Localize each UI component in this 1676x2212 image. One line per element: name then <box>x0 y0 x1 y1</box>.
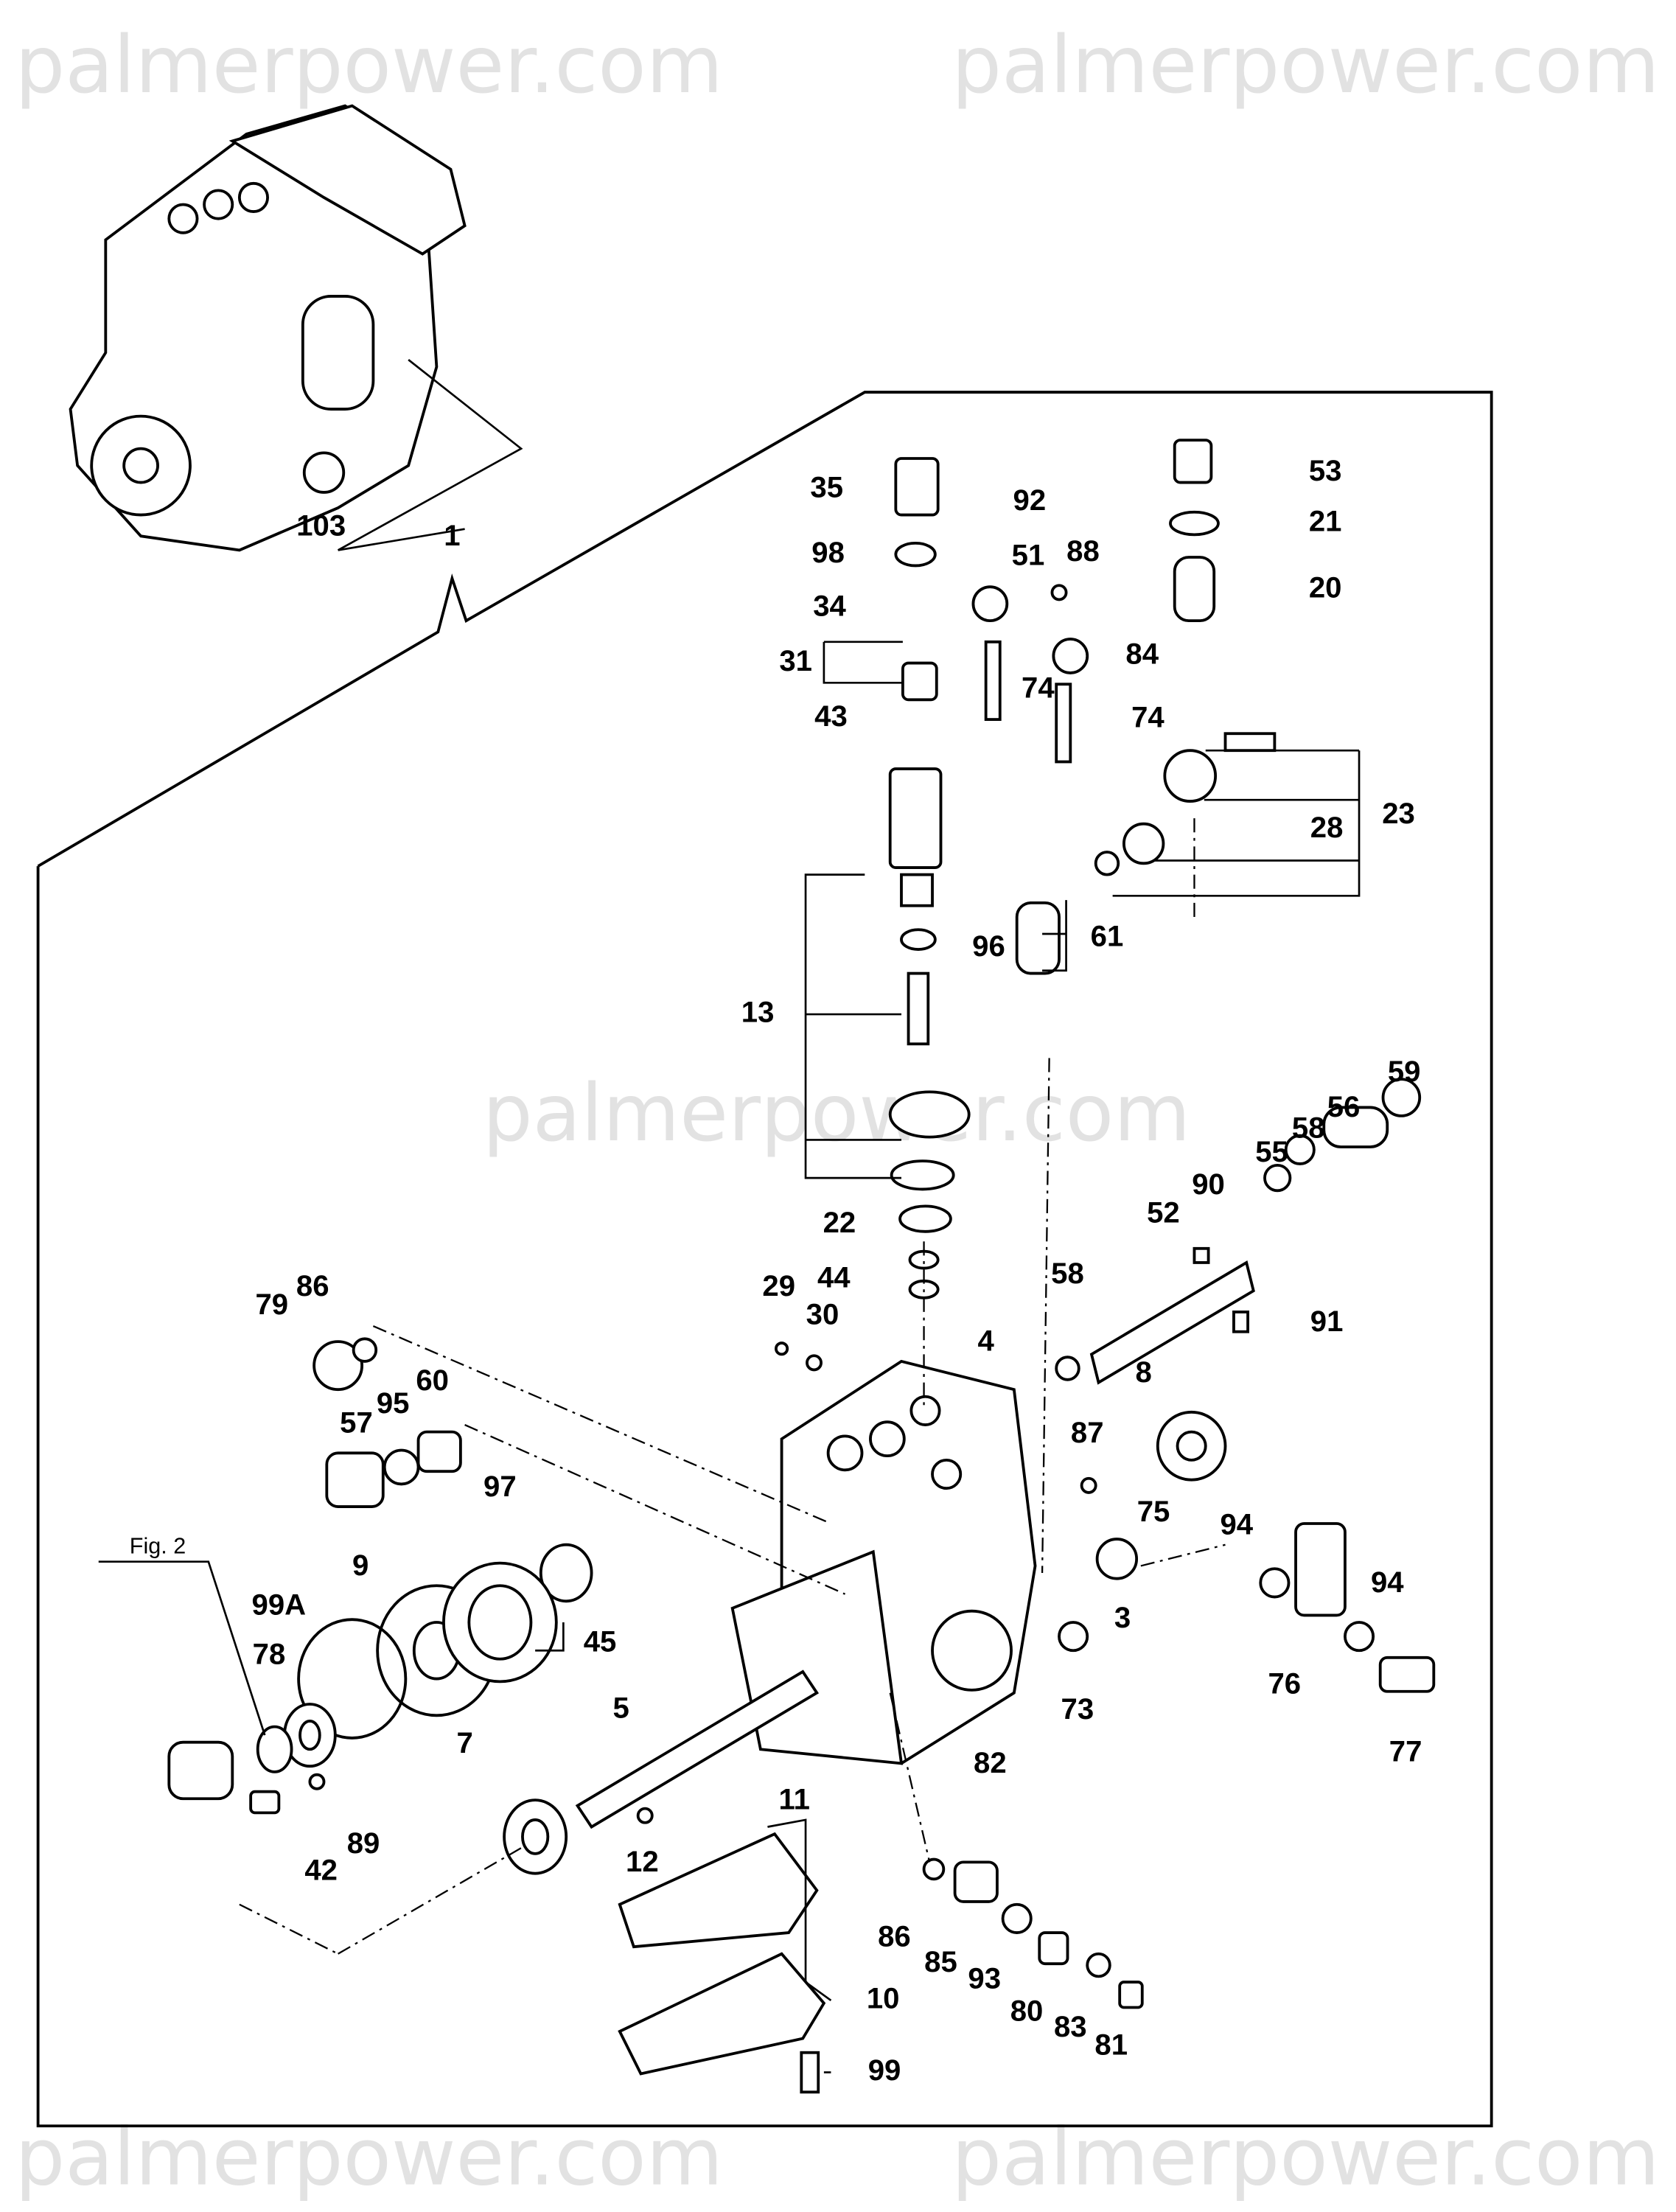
part-number-label: 80 <box>1010 1995 1044 2028</box>
part-number-label: 103 <box>296 509 346 542</box>
part-number-label: 97 <box>483 1470 517 1503</box>
part-number-label: 57 <box>340 1406 373 1440</box>
part-number-label: 1 <box>444 519 460 552</box>
part-number-label: 11 <box>779 1783 810 1816</box>
part-number-label: 13 <box>741 996 775 1029</box>
part-number-label: 31 <box>779 644 812 677</box>
part-number-label: 84 <box>1125 638 1159 671</box>
part-number-label: 87 <box>1071 1416 1104 1449</box>
part-number-label: 58 <box>1051 1257 1084 1290</box>
part-number-label: 12 <box>626 1845 659 1878</box>
part-number-label: 42 <box>304 1853 338 1886</box>
part-number-label: 10 <box>867 1982 900 2015</box>
part-number-label: 30 <box>806 1297 839 1330</box>
part-number-label: 45 <box>584 1625 617 1658</box>
part-number-label: 29 <box>762 1269 795 1302</box>
part-number-label: 59 <box>1388 1055 1421 1088</box>
part-number-label: 94 <box>1371 1566 1404 1599</box>
detail-frame <box>36 391 1493 2128</box>
part-number-label: 23 <box>1382 797 1415 830</box>
part-number-label: 82 <box>974 1746 1007 1779</box>
part-number-label: 20 <box>1309 571 1342 604</box>
part-number-label: 96 <box>972 929 1005 963</box>
part-number-label: 98 <box>811 536 845 569</box>
part-number-label: 55 <box>1255 1135 1288 1168</box>
part-number-label: 88 <box>1066 534 1100 568</box>
part-number-label: 35 <box>810 471 843 504</box>
part-number-label: 81 <box>1094 2028 1128 2062</box>
part-number-label: 51 <box>1012 539 1045 572</box>
part-number-label: 8 <box>1136 1356 1152 1389</box>
part-number-label: 76 <box>1268 1667 1301 1700</box>
watermark-text: palmerpower.com <box>952 20 1660 111</box>
assembled-pump-illustration <box>69 104 523 552</box>
part-number-label: 58 <box>1292 1112 1325 1145</box>
part-number-label: 75 <box>1137 1495 1170 1528</box>
part-number-label: 94 <box>1220 1507 1253 1541</box>
part-number-label: 74 <box>1022 671 1055 704</box>
part-number-label: 52 <box>1147 1196 1180 1229</box>
part-number-label: 86 <box>878 1919 911 1953</box>
part-number-label: 92 <box>1013 484 1047 517</box>
part-number-label: 5 <box>613 1691 629 1724</box>
part-number-label: 61 <box>1091 919 1124 952</box>
part-number-label: 28 <box>1310 811 1344 844</box>
part-number-label: 99A <box>252 1588 307 1622</box>
watermark-text: palmerpower.com <box>483 1068 1191 1159</box>
part-number-label: 9 <box>352 1549 369 1582</box>
part-number-label: 43 <box>814 699 848 733</box>
part-number-label: 93 <box>968 1962 1001 1995</box>
part-number-label: 22 <box>823 1206 856 1239</box>
figure-reference-label: Fig. 2 <box>130 1534 186 1559</box>
part-number-label: 89 <box>347 1827 380 1860</box>
part-number-label: 77 <box>1389 1735 1422 1768</box>
part-number-label: 78 <box>253 1638 286 1671</box>
part-number-label: 3 <box>1114 1601 1131 1634</box>
part-number-label: 21 <box>1309 505 1342 538</box>
part-number-label: 44 <box>817 1260 851 1294</box>
part-number-label: 85 <box>924 1945 957 1978</box>
part-number-label: 86 <box>296 1269 329 1302</box>
part-number-label: 73 <box>1061 1692 1094 1726</box>
part-number-label: 60 <box>416 1364 449 1397</box>
part-number-label: 79 <box>255 1288 288 1321</box>
part-number-label: 53 <box>1309 454 1342 487</box>
part-number-label: 91 <box>1310 1305 1344 1338</box>
component-parts <box>167 439 1436 2094</box>
part-number-label: 95 <box>377 1386 410 1420</box>
watermark-text: palmerpower.com <box>15 20 723 111</box>
part-number-label: 83 <box>1054 2010 1087 2043</box>
part-number-label: 99 <box>868 2054 901 2087</box>
part-number-label: 7 <box>456 1726 472 1759</box>
part-number-label: 56 <box>1327 1090 1361 1123</box>
part-number-label: 4 <box>977 1325 994 1358</box>
part-number-label: 90 <box>1192 1168 1225 1201</box>
part-number-label: 74 <box>1131 701 1165 734</box>
part-number-label: 34 <box>813 589 846 622</box>
